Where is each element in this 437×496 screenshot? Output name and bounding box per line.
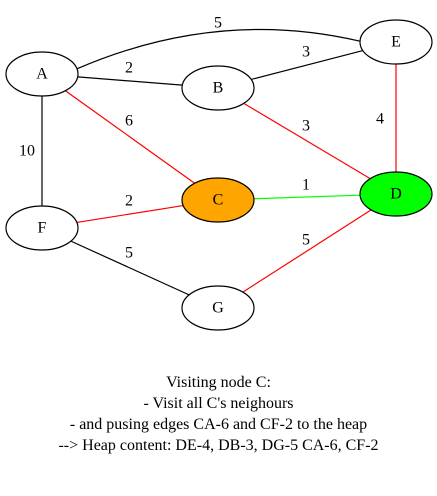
node-c: C: [181, 177, 255, 223]
edge-b-e: [251, 49, 363, 81]
edge-b-d: [243, 102, 371, 180]
node-label-c: C: [213, 192, 224, 209]
caption: Visiting node C: - Visit all C's neighou…: [0, 372, 437, 456]
node-a: A: [5, 51, 79, 97]
node-shape-d: [359, 171, 433, 217]
edge-a-c: [65, 90, 195, 184]
node-label-f: F: [38, 220, 47, 237]
node-label-b: B: [213, 80, 224, 97]
node-f: F: [5, 205, 79, 251]
node-shape-b: [181, 65, 255, 111]
edge-weight-c-d: 1: [302, 177, 310, 194]
edge-a-b: [77, 76, 183, 86]
caption-line-3: - and pusing edges CA-6 and CF-2 to the …: [69, 416, 368, 433]
edge-weight-f-g: 5: [125, 245, 133, 262]
node-shape-c: [181, 177, 255, 223]
edge-c-d: [253, 194, 361, 200]
node-shape-e: [359, 19, 433, 65]
node-g: G: [181, 285, 255, 331]
node-shape-a: [5, 51, 79, 97]
edge-weight-a-c: 6: [125, 113, 133, 130]
nodes-layer: A B E C D F G: [5, 19, 433, 331]
node-b: B: [181, 65, 255, 111]
edge-f-c: [76, 204, 184, 224]
node-d: D: [359, 171, 433, 217]
edges-layer: [41, 28, 397, 296]
edge-weight-a-f: 10: [19, 143, 35, 160]
edge-g-d: [242, 209, 372, 293]
graph-diagram: A B E C D F G 5 2 3 6 3 4 10 1 2 5 5: [5, 15, 433, 331]
caption-line-1: Visiting node C:: [166, 374, 271, 391]
edge-weight-g-d: 5: [302, 232, 310, 249]
edge-weight-a-e: 5: [214, 15, 222, 32]
caption-line-2: - Visit all C's neighours: [143, 395, 294, 412]
node-label-e: E: [391, 34, 401, 51]
edge-weight-b-d: 3: [302, 118, 310, 135]
edge-labels-layer: 5 2 3 6 3 4 10 1 2 5 5: [19, 15, 384, 262]
node-shape-g: [181, 285, 255, 331]
node-label-g: G: [212, 300, 224, 317]
edge-f-g: [70, 240, 190, 296]
edge-weight-f-c: 2: [125, 193, 133, 210]
node-label-d: D: [390, 186, 402, 203]
node-label-a: A: [36, 66, 48, 83]
edge-a-e: [76, 28, 361, 70]
caption-line-4: --> Heap content: DE-4, DB-3, DG-5 CA-6,…: [58, 437, 379, 454]
node-shape-f: [5, 205, 79, 251]
edge-weight-a-b: 2: [125, 60, 133, 77]
node-e: E: [359, 19, 433, 65]
edge-weight-e-d: 4: [376, 111, 384, 128]
edge-weight-b-e: 3: [302, 44, 310, 61]
